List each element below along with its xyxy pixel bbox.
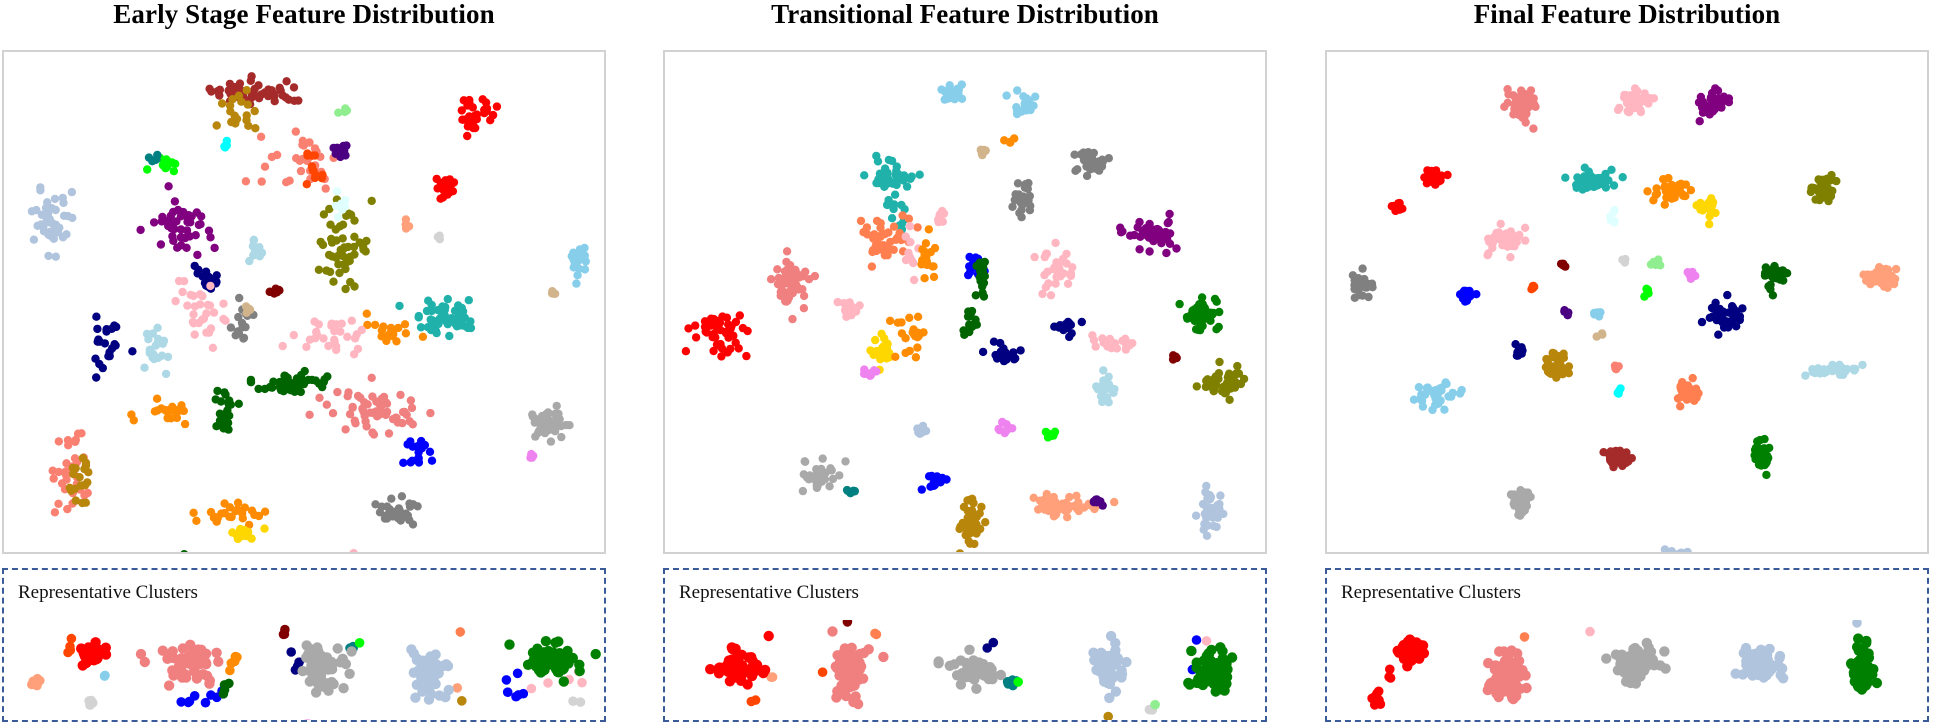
cluster-thumbnail-points [1367,620,1883,710]
representative-clusters-label: Representative Clusters [18,582,198,603]
scatter-plot-early-stage [2,50,606,554]
scatter-plot-final [1325,50,1929,554]
representative-clusters-box: Representative Clusters [2,568,606,722]
scatter-points [27,72,590,552]
cluster-thumbnails [665,620,1265,720]
panel-final: Final Feature Distribution Representativ… [1325,0,1929,723]
scatter-points [1348,84,1901,552]
representative-clusters-label: Representative Clusters [1341,582,1521,603]
panel-title: Transitional Feature Distribution [771,0,1159,29]
panel-transitional: Transitional Feature Distribution Repres… [663,0,1267,723]
representative-clusters-label: Representative Clusters [679,582,859,603]
scatter-points [681,80,1249,552]
cluster-thumbnail-points [705,620,1238,720]
panel-title: Final Feature Distribution [1473,0,1781,29]
cluster-thumbnail-points [27,624,601,720]
panel-early-stage: Early Stage Feature Distribution Represe… [2,0,606,723]
cluster-thumbnails [1327,620,1927,720]
panel-title: Early Stage Feature Distribution [113,0,495,29]
cluster-thumbnails [4,620,604,720]
representative-clusters-box: Representative Clusters [663,568,1267,722]
representative-clusters-box: Representative Clusters [1325,568,1929,722]
scatter-plot-transitional [663,50,1267,554]
